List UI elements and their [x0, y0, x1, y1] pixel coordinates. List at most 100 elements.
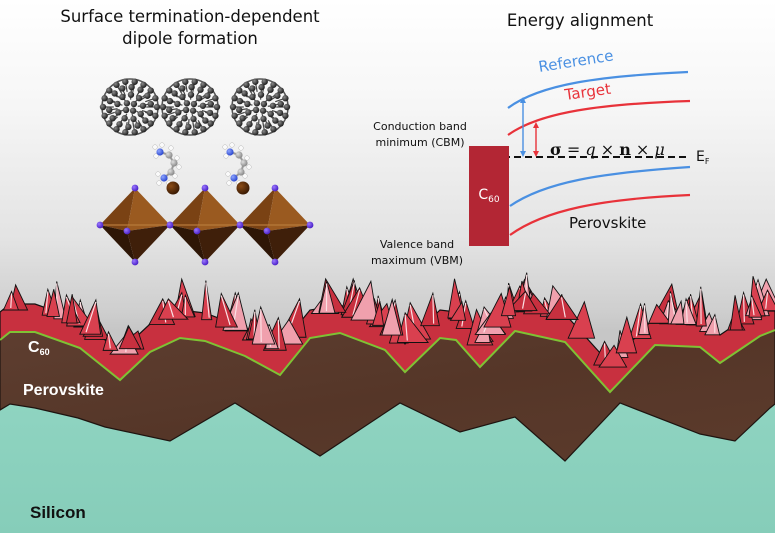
hydrogen-atom — [176, 164, 182, 170]
carbon-atom — [260, 100, 268, 108]
carbon-atom — [122, 129, 129, 136]
carbon-atom — [188, 83, 195, 91]
carbon-atom — [283, 103, 291, 111]
carbon-atom — [231, 95, 238, 102]
ligand-molecule-group — [152, 142, 252, 195]
c60-surface-shard — [251, 305, 276, 345]
c60-molecule — [99, 78, 161, 136]
carbon-atom — [129, 107, 137, 114]
halide-atom — [306, 221, 314, 229]
octahedron-face — [197, 225, 240, 262]
cbm-label-line1: Conduction band — [373, 120, 467, 133]
octahedron — [96, 184, 174, 266]
halide-atom — [96, 221, 104, 229]
carbon-atom — [197, 86, 204, 93]
carbon-atom — [135, 94, 143, 102]
c60-surface-shard — [65, 294, 78, 324]
c60-surface-highlight — [277, 319, 280, 349]
carbon-atom — [99, 103, 107, 111]
hydrogen-atom — [244, 155, 250, 161]
carbon-atom — [265, 94, 273, 102]
c60-surface-texture — [2, 272, 775, 368]
hydrogen-atom — [172, 173, 178, 179]
carbon-atom — [166, 97, 174, 105]
halide-atom — [131, 184, 139, 192]
carbon-atom — [269, 102, 277, 109]
carbon-atom — [170, 159, 178, 167]
fermi-label-main: E — [696, 149, 705, 165]
carbon-atom — [147, 87, 154, 94]
carbon-atom — [277, 120, 284, 127]
carbon-atom — [189, 107, 197, 114]
fermi-label-sub: F — [704, 157, 710, 166]
hydrogen-atom — [174, 155, 180, 161]
carbon-atom — [181, 115, 188, 122]
reference-vbm-curve — [509, 165, 691, 207]
c60-energy-box — [469, 146, 509, 246]
c60-surface-shard — [180, 293, 196, 318]
perovskite-band-label: Perovskite — [569, 214, 647, 232]
reference-arrow-head-bottom-icon — [520, 151, 526, 157]
carbon-atom — [187, 91, 195, 98]
carbon-atom — [252, 129, 259, 136]
c60-surface-shard — [638, 303, 650, 336]
carbon-atom — [128, 83, 135, 91]
halide-atom — [201, 258, 209, 266]
carbon-atom — [213, 103, 221, 111]
lead-ion — [166, 181, 180, 195]
octahedron-face — [267, 225, 310, 262]
carbon-atom — [182, 106, 190, 114]
carbon-atom — [282, 112, 289, 119]
c60-surface-shard — [350, 279, 378, 321]
hydrogen-atom — [155, 171, 161, 177]
octahedron — [166, 184, 244, 266]
c60-box-label-main: C — [478, 187, 489, 203]
equation-sigma: σ — [550, 140, 562, 159]
halide-atom — [201, 184, 209, 192]
c60-surface-shard — [201, 280, 213, 321]
c60-surface-highlight — [432, 295, 435, 324]
carbon-atom — [251, 115, 258, 122]
carbon-atom — [182, 129, 189, 136]
c60-layer-label-main: C — [28, 339, 40, 356]
carbon-atom — [147, 120, 154, 127]
nitrogen-atom — [230, 174, 238, 182]
target-arrow-head-bottom-icon — [533, 151, 539, 157]
carbon-atom — [171, 90, 178, 97]
carbon-atom — [106, 87, 113, 94]
c60-molecule — [229, 78, 291, 136]
carbon-atom — [276, 109, 284, 117]
carbon-atom — [236, 106, 243, 114]
hydrogen-atom — [225, 171, 231, 177]
carbon-atom — [121, 115, 128, 122]
carbon-atom — [109, 115, 116, 122]
carbon-atom — [169, 115, 176, 122]
c60-surface-highlight — [85, 301, 97, 333]
c60-surface-shard — [371, 301, 385, 326]
carbon-atom — [195, 94, 203, 102]
carbon-atom — [106, 106, 113, 114]
carbon-atom — [243, 81, 250, 88]
carbon-atom — [122, 106, 130, 114]
carbon-atom — [197, 110, 204, 118]
carbon-atom — [137, 110, 144, 118]
carbon-atom — [264, 122, 271, 129]
nitrogen-atom — [160, 174, 168, 182]
carbon-atom — [245, 109, 252, 116]
carbon-atom — [179, 93, 186, 101]
carbon-atom — [236, 120, 243, 127]
octahedron-face — [100, 188, 135, 231]
silicon-layer-label: Silicon — [30, 503, 86, 522]
device-stack — [0, 272, 775, 533]
carbon-atom — [261, 78, 268, 85]
carbon-atom — [239, 115, 246, 122]
carbon-atom — [106, 97, 114, 105]
carbon-atom — [207, 87, 214, 94]
hydrogen-atom — [226, 180, 232, 186]
c60-surface-highlight — [107, 333, 111, 349]
carbon-atom — [243, 126, 250, 133]
halide-atom — [271, 258, 279, 266]
carbon-atom — [252, 106, 260, 114]
carbon-atom — [179, 85, 186, 92]
c60-surface-shard — [506, 290, 538, 312]
